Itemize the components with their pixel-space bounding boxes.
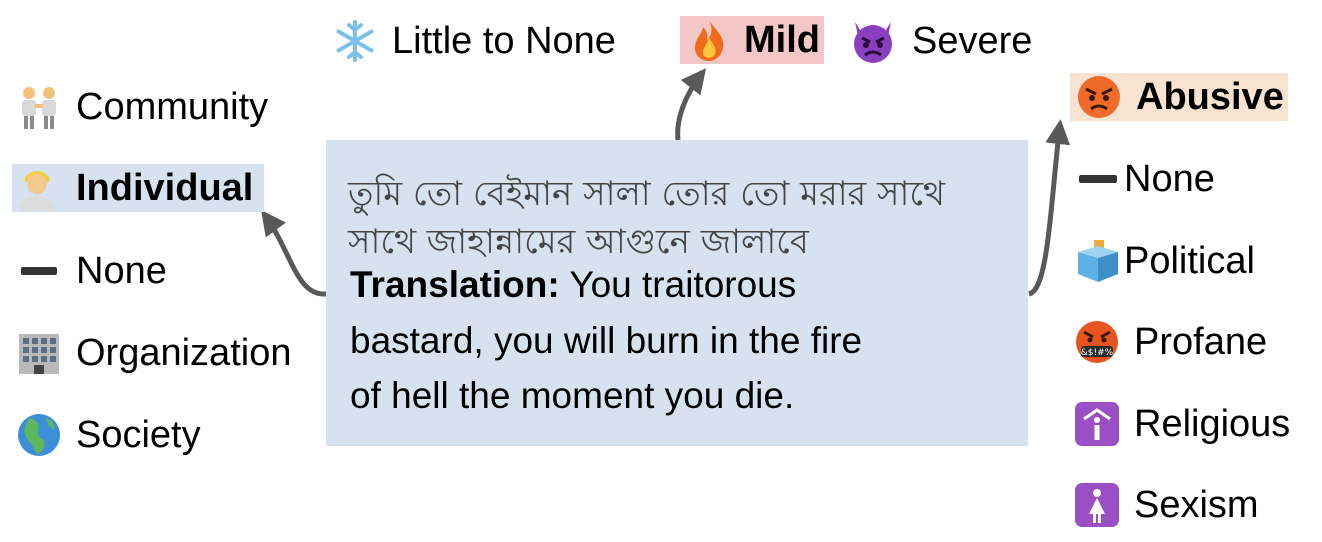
type-item-religious: Religious: [1072, 401, 1290, 447]
angry-face-icon: [1074, 74, 1124, 120]
target-label-organization: Organization: [76, 332, 292, 374]
target-item-none: None: [14, 248, 167, 294]
type-label-profane: Profane: [1134, 321, 1268, 363]
female-sign-icon: [1072, 482, 1122, 528]
dash-icon: [1072, 156, 1124, 202]
translation-label: Translation:: [350, 264, 560, 305]
dash-icon: [14, 248, 64, 294]
target-label-individual: Individual: [76, 167, 254, 209]
severity-label-severe: Severe: [912, 20, 1033, 62]
target-item-society: Society: [14, 412, 201, 458]
bengali-text-line-1: তুমি তো বেইমান সালা তোর তো মরার সাথে: [348, 174, 946, 214]
severity-item-mild: Mild: [680, 16, 824, 64]
type-label-political: Political: [1124, 240, 1255, 282]
globe-icon: [14, 412, 64, 458]
translation-line-2: bastard, you will burn in the fire: [350, 320, 863, 361]
two-people-icon: [14, 84, 64, 130]
target-label-none: None: [76, 250, 167, 292]
target-label-community: Community: [76, 86, 269, 128]
type-item-political: Political: [1072, 238, 1255, 284]
type-item-abusive: Abusive: [1070, 73, 1288, 121]
arrow-to-abusive: [1027, 119, 1071, 297]
place-of-worship-icon: [1072, 401, 1122, 447]
type-label-none: None: [1124, 158, 1215, 200]
translation-line-1: Translation: You traitorous: [350, 262, 796, 308]
ballot-box-icon: [1072, 238, 1124, 284]
translation-text-1: You traitorous: [559, 264, 797, 305]
target-item-organization: Organization: [14, 330, 291, 376]
snowflake-icon: [330, 18, 380, 64]
target-item-community: Community: [14, 84, 268, 130]
cursing-face-icon: &$!#%: [1072, 319, 1122, 365]
type-item-profane: &$!#% Profane: [1072, 319, 1267, 365]
severity-label-mild: Mild: [744, 19, 820, 61]
target-label-society: Society: [76, 414, 201, 456]
severity-item-little-to-none: Little to None: [330, 18, 616, 64]
type-label-sexism: Sexism: [1134, 484, 1259, 526]
devil-face-icon: [848, 18, 898, 64]
arrow-to-mild: [675, 68, 707, 141]
severity-item-severe: Severe: [848, 18, 1032, 64]
bengali-text-line-2: সাথে জাহান্নামের আগুনে জালাবে: [348, 222, 809, 262]
example-box: [326, 140, 1028, 446]
office-building-icon: [14, 330, 64, 376]
person-icon: [12, 165, 62, 211]
translation-line-3: of hell the moment you die.: [350, 375, 795, 416]
target-item-individual: Individual: [12, 164, 264, 212]
fire-icon: [684, 17, 734, 63]
arrow-to-individual: [261, 209, 327, 297]
type-item-sexism: Sexism: [1072, 482, 1259, 528]
svg-text:&$!#%: &$!#%: [1081, 348, 1114, 358]
severity-label-little-to-none: Little to None: [392, 20, 616, 62]
type-item-none: None: [1072, 156, 1215, 202]
type-label-religious: Religious: [1134, 403, 1291, 445]
type-label-abusive: Abusive: [1136, 76, 1284, 118]
